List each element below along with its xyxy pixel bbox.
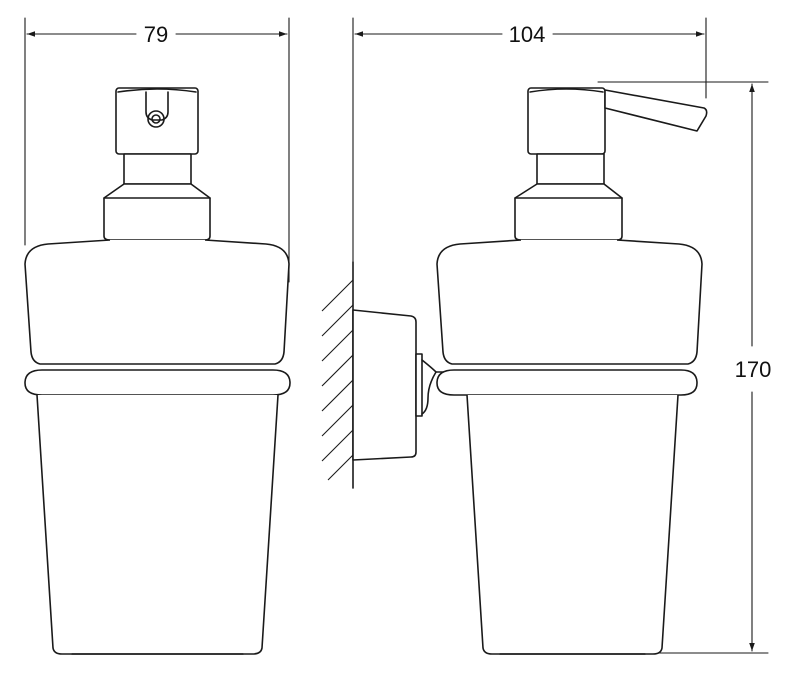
wall [321, 261, 354, 489]
bottle-front [24, 239, 290, 365]
dimension-width-label: 79 [144, 22, 168, 47]
dimension-height: 170 [597, 81, 772, 654]
pump-head-side [527, 87, 708, 155]
dimension-height-label: 170 [735, 357, 772, 382]
pump-neck-front [123, 153, 192, 185]
dimension-width: 79 [24, 17, 290, 283]
cup-side [466, 394, 679, 655]
cup-front [36, 394, 279, 655]
bottle-side [436, 239, 703, 365]
pump-head-front [115, 87, 199, 155]
dimension-depth: 104 [352, 17, 707, 263]
dimension-depth-label: 104 [509, 22, 546, 47]
front-view: 79 [24, 17, 291, 655]
collar-front [103, 183, 211, 241]
pump-neck-side [536, 153, 605, 185]
wall-mount [352, 309, 448, 461]
holder-ring-side [436, 369, 698, 396]
collar-side [514, 183, 623, 241]
side-view: 104 170 [321, 17, 772, 655]
holder-ring-front [24, 369, 291, 396]
